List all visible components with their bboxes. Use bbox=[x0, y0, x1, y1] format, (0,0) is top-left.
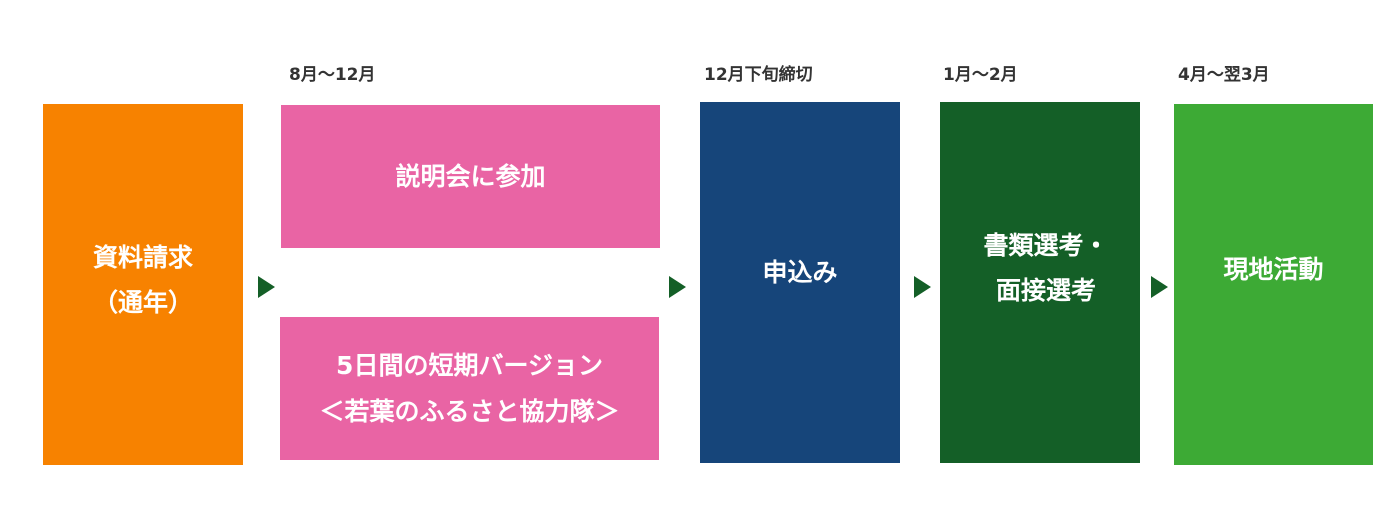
step-short-subtitle: ＜若葉のふるさと協力隊＞ bbox=[319, 396, 620, 426]
step-request: 資料請求 （通年） bbox=[43, 104, 243, 465]
period-label-activity: 4月〜翌3月 bbox=[1178, 65, 1270, 85]
arrow-right-icon bbox=[258, 276, 275, 298]
step-apply-title: 申込み bbox=[762, 258, 838, 287]
step-activity: 現地活動 bbox=[1174, 104, 1373, 465]
step-briefing-title: 説明会に参加 bbox=[395, 162, 546, 191]
step-activity-title: 現地活動 bbox=[1223, 255, 1324, 284]
period-label-select: 1月〜2月 bbox=[943, 65, 1018, 85]
step-selection-line2: 面接選考 bbox=[995, 275, 1096, 305]
period-label-explain: 8月〜12月 bbox=[289, 65, 376, 85]
step-selection-line1: 書類選考・ bbox=[983, 230, 1109, 260]
arrow-right-icon bbox=[914, 276, 931, 298]
step-request-title: 資料請求 bbox=[92, 242, 193, 272]
step-apply: 申込み bbox=[700, 102, 900, 463]
step-short-version: 5日間の短期バージョン ＜若葉のふるさと協力隊＞ bbox=[280, 317, 659, 460]
period-label-apply: 12月下旬締切 bbox=[704, 65, 813, 85]
step-request-note: （通年） bbox=[92, 287, 193, 317]
step-briefing: 説明会に参加 bbox=[281, 105, 660, 248]
arrow-right-icon bbox=[669, 276, 686, 298]
step-selection: 書類選考・ 面接選考 bbox=[940, 102, 1140, 463]
step-short-title: 5日間の短期バージョン bbox=[336, 350, 603, 380]
arrow-right-icon bbox=[1151, 276, 1168, 298]
